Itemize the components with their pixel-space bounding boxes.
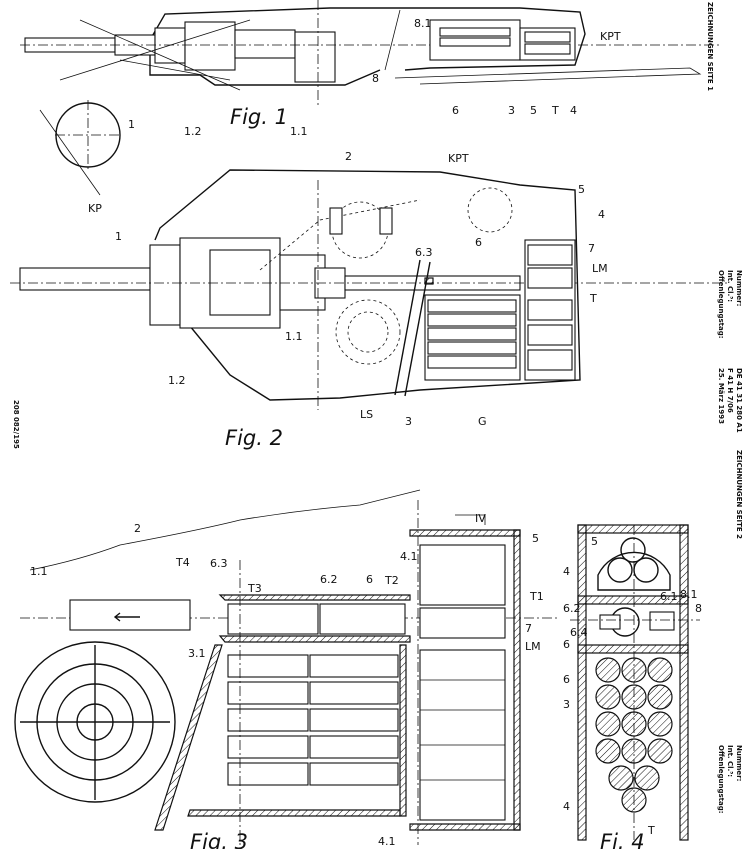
- fig1-label: 3: [508, 104, 515, 117]
- page-label-bottom: ZEICHNUNGEN SEITE 2: [735, 450, 743, 539]
- fig1-label: 8: [372, 72, 379, 85]
- header-block-page1: ZEICHNUNGEN SEITE 1 Nummer: Int. Cl.⁵: O…: [706, 2, 743, 433]
- fig4-label: 6: [563, 638, 570, 651]
- fig2-label: 1.1: [285, 330, 303, 343]
- fig2-label: LM: [592, 262, 608, 275]
- fig1-label: 6: [452, 104, 459, 117]
- fig4-cross-section: [570, 524, 700, 841]
- fig1-label: 1.2: [184, 125, 202, 138]
- fig1-label: 1.1: [290, 125, 308, 138]
- fig1-label: 1: [128, 118, 135, 131]
- fig4-label: 4: [563, 800, 570, 813]
- fig2-label: 5: [578, 183, 585, 196]
- fig4-label: 8.1: [680, 588, 698, 601]
- fig3-label: 4.1: [400, 550, 418, 563]
- offenlegungstag-label: Offenlegungstag:: [717, 745, 725, 814]
- fig4-label: 3: [563, 698, 570, 711]
- fig2-label: KPT: [448, 152, 469, 165]
- fig3-label: 6.3: [210, 557, 228, 570]
- fig1-caption: Fig. 1: [230, 105, 288, 129]
- fig2-label: 7: [588, 242, 595, 255]
- fig2-label: 6.3: [415, 246, 433, 259]
- fig4-label: 8: [695, 602, 702, 615]
- fig3-label: T1: [529, 590, 544, 603]
- fig4-caption: Fi. 4: [600, 830, 645, 849]
- nummer-label: Nummer:: [735, 270, 743, 307]
- fig2-top-view: [10, 169, 730, 410]
- fig1-label: 4: [570, 104, 577, 117]
- fig2-caption: Fig. 2: [225, 426, 283, 450]
- fig3-label: 7: [525, 622, 532, 635]
- fig2-magazine-rows: [427, 299, 517, 369]
- nummer-label: Nummer:: [735, 745, 743, 782]
- fig3-label: 2: [134, 522, 141, 535]
- fig3-label: 3.1: [188, 647, 206, 660]
- fig3-label: 6.2: [320, 573, 338, 586]
- fig3-label: 6: [366, 573, 373, 586]
- fig2-label: 4: [598, 208, 605, 221]
- fig3-labels: 2 IV 1.1 T4 6.3 T3 6.2 6 T2 4.1 5 T1 7 L…: [30, 512, 544, 853]
- fig3-enlarged-view: [14, 489, 560, 845]
- page-label-top: ZEICHNUNGEN SEITE 1: [706, 2, 714, 91]
- fig4-label: 4: [563, 565, 570, 578]
- int-cl-label: Int. Cl.⁵:: [726, 270, 734, 302]
- fig2-label: 3: [405, 415, 412, 428]
- fig1-labels: KPT 8.1 8 1 1.2 1.1 6 3 5 T 4 KP Fig. 1: [88, 17, 621, 215]
- document-number: DE 41 31 280 A1: [735, 368, 743, 433]
- fig3-label: LM: [525, 640, 541, 653]
- fig1-label: T: [551, 104, 559, 117]
- ipc-class: F 41 H 7/06: [726, 368, 734, 413]
- fig2-label: G: [478, 415, 487, 428]
- fig1-label: 8.1: [414, 17, 432, 30]
- fig1-label: KPT: [600, 30, 621, 43]
- fig4-label: 6.1: [660, 590, 678, 603]
- fig3-label: T2: [384, 574, 399, 587]
- fig2-label: LS: [360, 408, 373, 421]
- fig1-label: KP: [88, 202, 102, 215]
- fig3-caption: Fig. 3: [190, 830, 248, 849]
- fig2-label: 6: [475, 236, 482, 249]
- header-block-page2: ZEICHNUNGEN SEITE 2 Nummer: Int. Cl.⁵: O…: [717, 450, 743, 814]
- fig3-label: IV: [475, 512, 486, 525]
- fig2-label: T: [589, 292, 597, 305]
- fig4-label: 6.2: [563, 602, 581, 615]
- fig4-label: 6.4: [570, 626, 588, 639]
- fig2-labels: KPT 2 5 4 7 LM T 6.3 6 1 1.1 1.2 LS 3 G …: [115, 150, 608, 450]
- fig4-label: 6: [563, 673, 570, 686]
- fig1-side-view: [20, 0, 720, 196]
- fig4-labels: 5 4 6.1 8.1 6.2 8 6.4 6 6 3 4 T Fi. 4: [563, 535, 702, 853]
- side-code: 208 082/195: [12, 400, 20, 449]
- publication-date: 25. März 1993: [717, 368, 725, 424]
- fig2-label: 1: [115, 230, 122, 243]
- fig4-label: 5: [591, 535, 598, 548]
- fig3-label: T3: [247, 582, 262, 595]
- fig3-label: 1.1: [30, 565, 48, 578]
- fig3-label: 5: [532, 532, 539, 545]
- fig2-label: 1.2: [168, 374, 186, 387]
- fig1-label: 5: [530, 104, 537, 117]
- fig2-label: 2: [345, 150, 352, 163]
- fig3-label: 4.1: [378, 835, 396, 848]
- fig3-label: T4: [175, 556, 190, 569]
- offenlegungstag-label: Offenlegungstag:: [717, 270, 725, 339]
- fig4-label: T: [647, 824, 655, 837]
- int-cl-label: Int. Cl.⁵:: [726, 745, 734, 777]
